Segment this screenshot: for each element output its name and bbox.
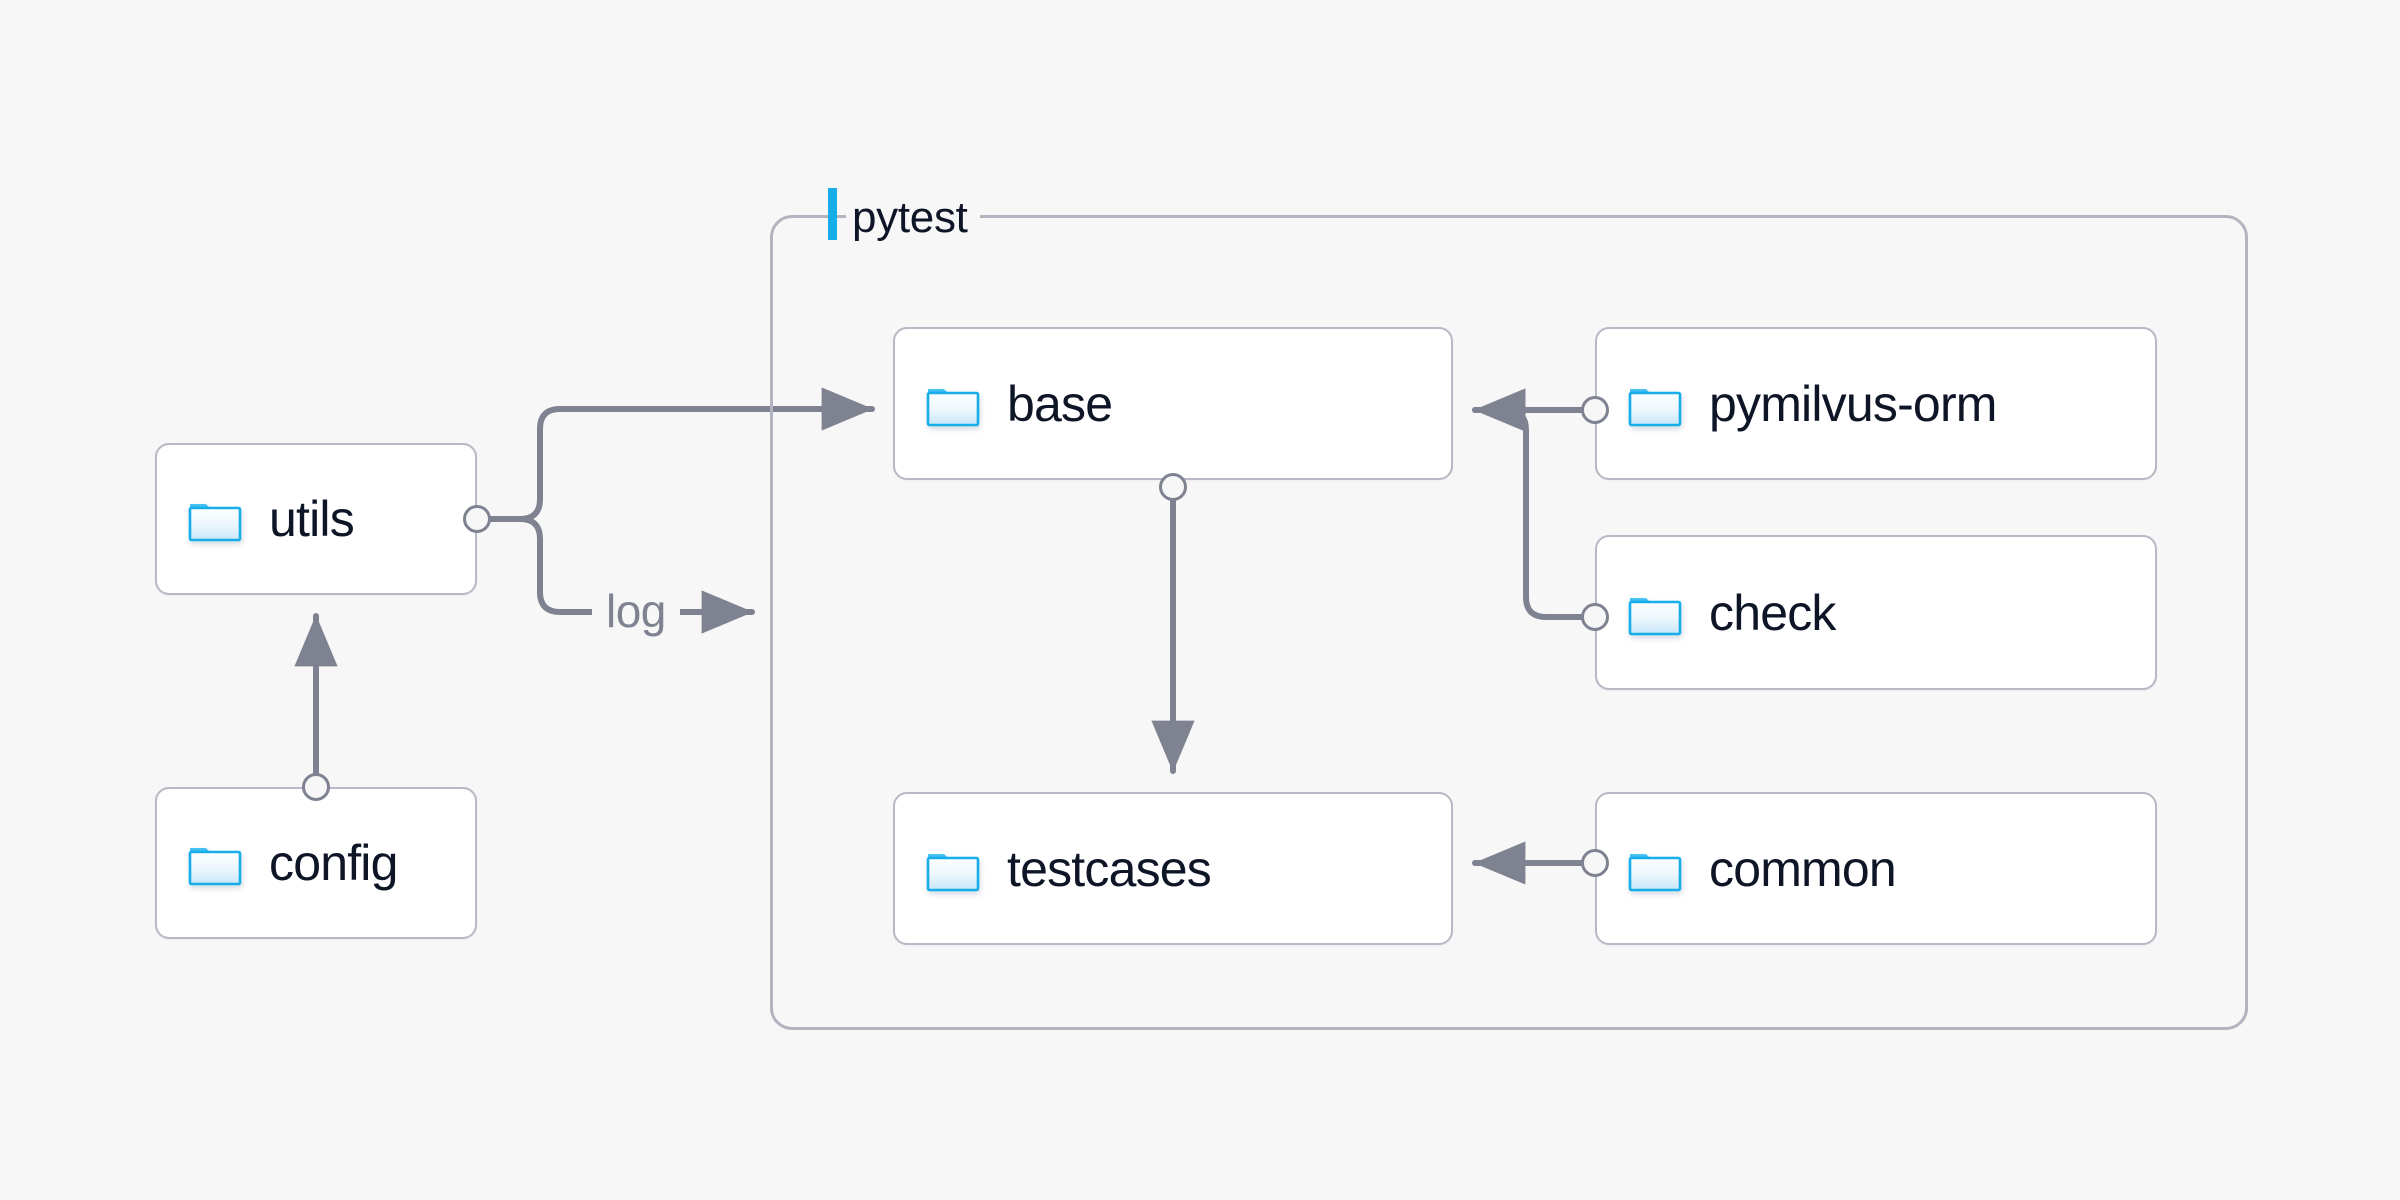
group-accent-bar-icon bbox=[828, 188, 837, 240]
node-testcases[interactable]: testcases bbox=[893, 792, 1453, 945]
group-label-pytest: pytest bbox=[846, 196, 980, 240]
node-check[interactable]: check bbox=[1595, 535, 2157, 690]
folder-icon bbox=[1628, 853, 1682, 891]
folder-icon bbox=[926, 853, 980, 891]
folder-icon bbox=[926, 388, 980, 426]
node-label-pymilvus-orm: pymilvus-orm bbox=[1709, 375, 1997, 432]
node-label-base: base bbox=[1007, 375, 1113, 432]
folder-icon bbox=[188, 848, 242, 886]
port-config-top[interactable] bbox=[302, 773, 330, 801]
node-common[interactable]: common bbox=[1595, 792, 2157, 945]
node-label-check: check bbox=[1709, 584, 1836, 641]
node-utils[interactable]: utils bbox=[155, 443, 477, 595]
folder-icon bbox=[188, 504, 242, 542]
node-label-common: common bbox=[1709, 840, 1897, 897]
folder-icon bbox=[1628, 597, 1682, 635]
port-common-left[interactable] bbox=[1581, 849, 1609, 877]
node-label-testcases: testcases bbox=[1007, 840, 1212, 897]
edge-label-log: log bbox=[592, 588, 680, 634]
node-label-utils: utils bbox=[269, 491, 355, 547]
node-pymilvus-orm[interactable]: pymilvus-orm bbox=[1595, 327, 2157, 480]
folder-icon bbox=[1628, 388, 1682, 426]
node-label-config: config bbox=[269, 835, 398, 891]
node-config[interactable]: config bbox=[155, 787, 477, 939]
edge-utils-to-log bbox=[488, 516, 601, 615]
node-base[interactable]: base bbox=[893, 327, 1453, 480]
port-base-bottom[interactable] bbox=[1159, 473, 1187, 501]
port-utils-right[interactable] bbox=[463, 505, 491, 533]
port-check-left[interactable] bbox=[1581, 603, 1609, 631]
port-pymilvus-orm-left[interactable] bbox=[1581, 396, 1609, 424]
group-pytest[interactable] bbox=[770, 215, 2248, 1030]
